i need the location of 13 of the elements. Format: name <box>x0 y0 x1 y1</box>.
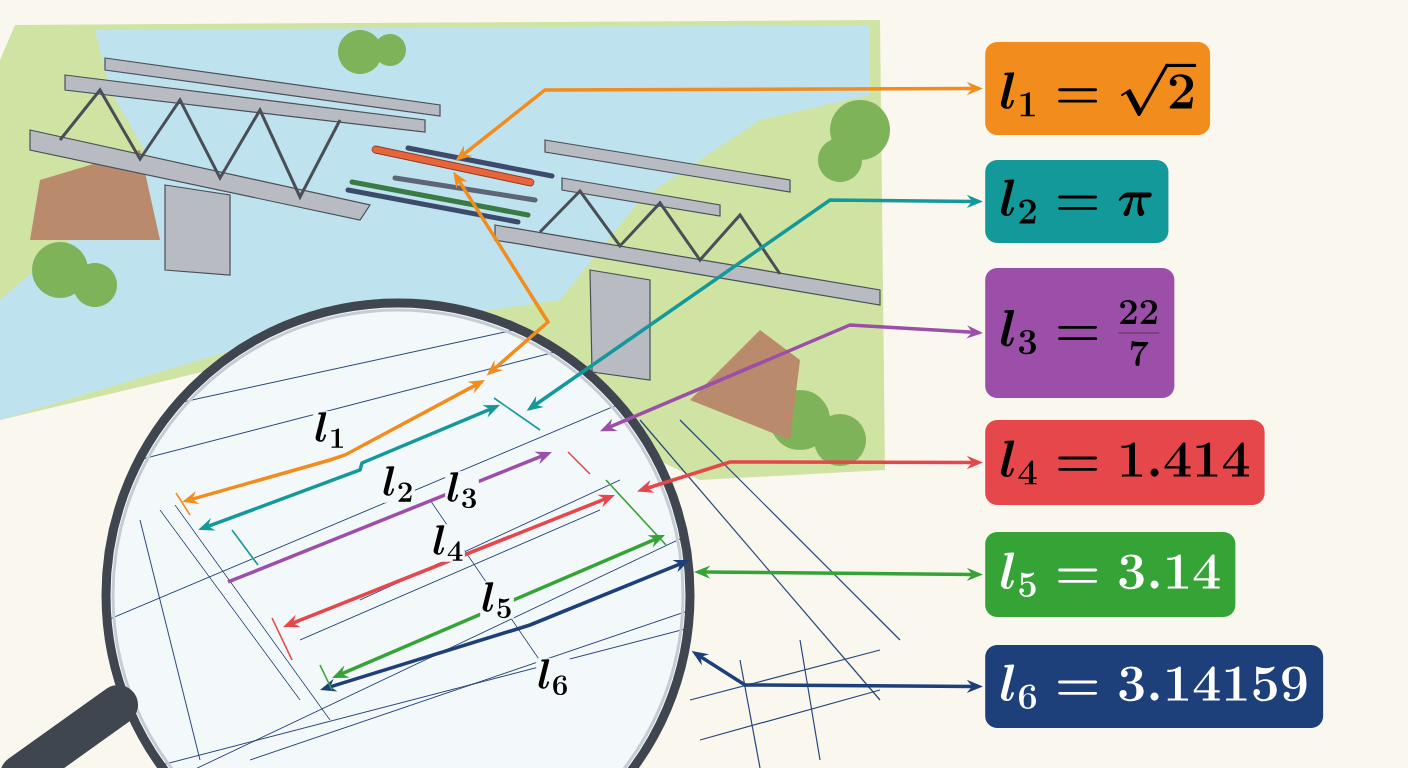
value-box: $l_2 = \pi$ <box>985 160 1169 243</box>
rod <box>371 145 535 187</box>
value-box: $l_5 = 3.14$ <box>985 532 1236 617</box>
value-box: $l_1 = \sqrt{2}$ <box>985 42 1211 135</box>
value-box: $l_3 = \frac{22}{7}$ <box>985 268 1175 398</box>
dimension-label: $l_4$ <box>431 524 465 562</box>
value-box: $l_6 = 3.14159$ <box>985 645 1324 728</box>
dimension-label: $l_1$ <box>313 411 347 449</box>
dimension-label: $l_6$ <box>536 658 570 696</box>
value-box: $l_4 = 1.414$ <box>985 420 1265 505</box>
dimension-label: $l_2$ <box>381 465 415 503</box>
dimension-label: $l_5$ <box>480 581 514 619</box>
dimension-label: $l_3$ <box>445 471 479 509</box>
